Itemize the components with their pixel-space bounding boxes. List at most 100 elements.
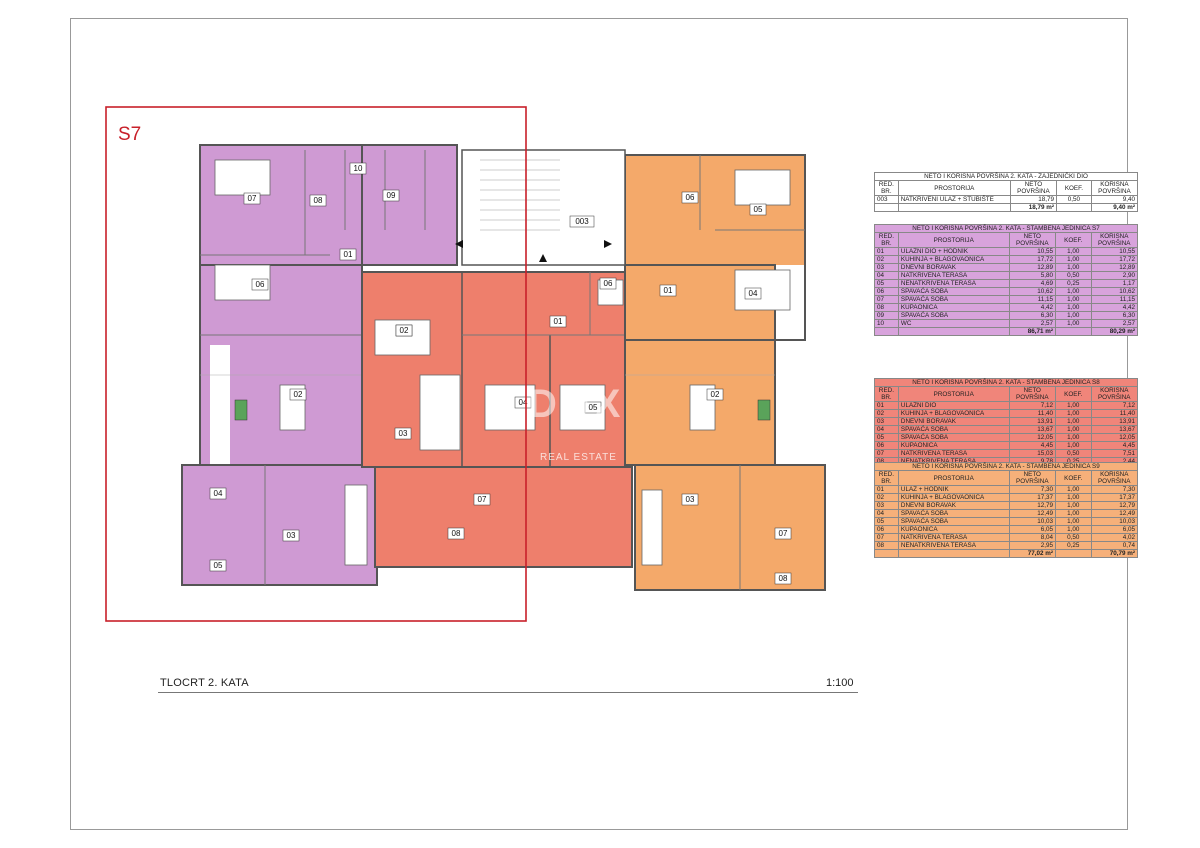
table-cell: 10,55 [1090, 247, 1138, 256]
drawing-scale: 1:100 [826, 677, 854, 689]
room-tags-common: 003 [569, 215, 595, 228]
table-cell: 7,51 [1090, 449, 1138, 458]
table-cell: NATKRIVENA TERASA [897, 271, 1010, 280]
table-cell: 7,12 [1090, 401, 1138, 410]
table-cell: NENATKRIVENA TERASA [897, 541, 1010, 550]
table-cell: 2,57 [1008, 319, 1057, 328]
table-cell: 10 [874, 319, 899, 328]
table-cell: 2,90 [1090, 271, 1138, 280]
table-cell: SPAVAĆA SOBA [897, 517, 1010, 526]
table-cell: 12,05 [1090, 433, 1138, 442]
table-header: KORISNA POVRŠINA [1090, 386, 1138, 402]
watermark-logo: DUX [528, 382, 625, 426]
table-header: PROSTORIJA [897, 180, 1011, 196]
table-cell: KUPAONICA [897, 525, 1010, 534]
table-header: PROSTORIJA [897, 232, 1010, 248]
table-cell: 80,29 m² [1090, 327, 1138, 336]
table-cell: 17,37 [1008, 493, 1057, 502]
table-cell: 1,00 [1055, 509, 1092, 518]
unit-label: S7 [118, 124, 142, 145]
room-tag: 08 [452, 529, 461, 538]
table-cell: 6,30 [1008, 311, 1057, 320]
table-cell: 05 [874, 433, 899, 442]
table-cell: 11,15 [1008, 295, 1057, 304]
table-cell: 05 [874, 279, 899, 288]
table-cell: 1,00 [1055, 425, 1092, 434]
table-header: KOEF. [1055, 470, 1092, 486]
table-header: RED. BR. [874, 386, 899, 402]
table-cell: 7,30 [1090, 485, 1138, 494]
room-tag: 07 [248, 194, 257, 203]
table-cell: 1,00 [1055, 287, 1092, 296]
table-cell: SPAVAĆA SOBA [897, 295, 1010, 304]
table-cell: KUHINJA + BLAGOVAONICA [897, 409, 1010, 418]
table-cell: 10,03 [1008, 517, 1057, 526]
table-cell: 03 [874, 263, 899, 272]
table-cell: 0,74 [1090, 541, 1138, 550]
table-cell: 11,15 [1090, 295, 1138, 304]
table-cell: 77,02 m² [1008, 549, 1057, 558]
table-cell: 2,57 [1090, 319, 1138, 328]
table-cell: 12,49 [1008, 509, 1057, 518]
table-cell: KUHINJA + BLAGOVAONICA [897, 493, 1010, 502]
table-cell: 12,79 [1090, 501, 1138, 510]
table-header: KORISNA POVRŠINA [1090, 232, 1138, 248]
table-cell: 06 [874, 287, 899, 296]
room-tag: 02 [400, 326, 409, 335]
table-cell: DNEVNI BORAVAK [897, 263, 1010, 272]
table-cell: 0,50 [1055, 533, 1092, 542]
unit-s9 [624, 154, 826, 591]
table-cell: SPAVAĆA SOBA [897, 287, 1010, 296]
table-cell: 10,55 [1008, 247, 1057, 256]
table-total-row: 77,02 m² 70,79 m² [874, 549, 1138, 558]
table-cell: 8,04 [1008, 533, 1057, 542]
table-header: RED. BR. [874, 180, 899, 196]
table-cell: 18,79 [1009, 195, 1057, 204]
table-cell [874, 203, 899, 212]
table-cell: 11,40 [1090, 409, 1138, 418]
table-cell: 05 [874, 517, 899, 526]
table-cell: 02 [874, 409, 899, 418]
table-cell [897, 549, 1010, 558]
table-cell: 4,42 [1008, 303, 1057, 312]
table-cell [1055, 549, 1092, 558]
table-cell: 1,00 [1055, 501, 1092, 510]
room-tag: 003 [575, 217, 589, 226]
table-cell [874, 549, 899, 558]
table-cell: 08 [874, 541, 899, 550]
table-header: RED. BR. [874, 470, 899, 486]
table-cell: SPAVAĆA SOBA [897, 509, 1010, 518]
table-cell: 1,00 [1055, 311, 1092, 320]
table-cell: 04 [874, 425, 899, 434]
table-cell: 1,00 [1055, 441, 1092, 450]
table-cell: WC [897, 319, 1010, 328]
table-cell: 2,95 [1008, 541, 1057, 550]
table-cell: 02 [874, 493, 899, 502]
table-title: NETO I KORISNA POVRŠINA 2. KATA - STAMBE… [874, 462, 1138, 471]
room-tag: 06 [604, 279, 613, 288]
table-cell: 15,03 [1008, 449, 1057, 458]
table-cell: 13,91 [1090, 417, 1138, 426]
table-header: NETO POVRŠINA [1008, 386, 1057, 402]
table-cell: 1,00 [1055, 517, 1092, 526]
room-tag: 04 [519, 398, 528, 407]
table-cell: 1,00 [1055, 263, 1092, 272]
table-cell: 1,00 [1055, 303, 1092, 312]
table-cell: 70,79 m² [1090, 549, 1138, 558]
table-header: KOEF. [1055, 180, 1092, 196]
table-cell: 12,49 [1090, 509, 1138, 518]
